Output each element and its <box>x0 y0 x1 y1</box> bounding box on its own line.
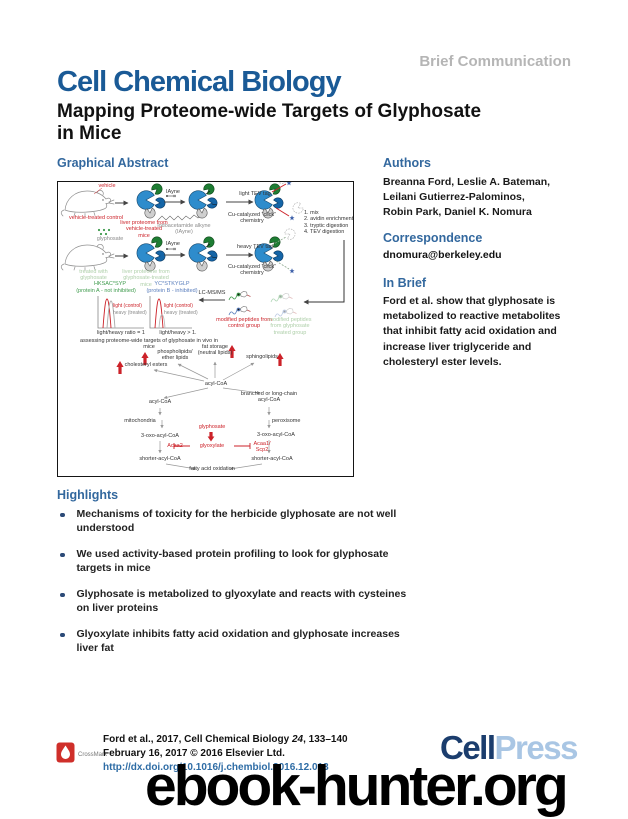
figure-label-liver-proteome-vehicle: liver proteome from vehicle-treated mice <box>120 220 168 239</box>
correspondence-email-link[interactable]: dnomura@berkeley.edu <box>383 249 502 261</box>
figure-label-heavy-treated-2: heavy (treated) <box>164 310 198 316</box>
highlight-text: We used activity-based protein profiling… <box>76 548 389 574</box>
citation-line-3: http://dx.doi.org/10.1016/j.chembiol.201… <box>103 761 348 775</box>
bullet-icon <box>60 592 65 598</box>
cellpress-press: Press <box>494 729 579 766</box>
journal-title: Cell Chemical Biology <box>57 66 342 98</box>
highlights-heading: Highlights <box>57 488 119 502</box>
authors-heading: Authors <box>383 156 431 170</box>
figure-step-3: 3. tryptic digestion <box>304 222 349 229</box>
figure-label-acyl-coa-left: acyl-CoA <box>148 399 172 405</box>
citation-volume: 24 <box>291 734 304 745</box>
figure-label-branched: branched or long-chain acyl-CoA <box>240 391 298 404</box>
figure-label-light-tev-tag: light TEV tag <box>239 191 271 197</box>
figure-label-glyphosate-dots: glyphosate <box>96 236 124 242</box>
figure-label-acaa1-scp2: Acaa1/ Scp2 <box>253 441 271 454</box>
graphical-abstract-art <box>60 182 345 471</box>
crossmark-icon <box>56 742 75 763</box>
highlight-item: Glyphosate is metabolized to glyoxylate … <box>60 588 420 616</box>
correspondence-heading: Correspondence <box>383 231 483 245</box>
figure-label-oxo-right: 3-oxo-acyl-CoA <box>257 432 295 438</box>
figure-label-heavy-tev-tag: heavy TEV tag <box>237 244 273 250</box>
figure-label-fat-storage: fat storage (neutral lipids) <box>197 344 233 357</box>
article-title-line1: Mapping Proteome-wide Targets of Glyphos… <box>57 101 482 122</box>
highlight-item: We used activity-based protein profiling… <box>60 548 420 576</box>
figure-label-peptide-b: YC*STKYGLP <box>154 281 190 287</box>
figure-label-ratio-equal: light/heavy ratio = 1 <box>97 330 145 336</box>
crossmark-logo[interactable] <box>56 742 75 768</box>
article-title: Mapping Proteome-wide Targets of Glyphos… <box>57 101 497 144</box>
figure-label-treated-with-glyphosate: treated with glyphosate <box>79 269 108 282</box>
highlights-list: Mechanisms of toxicity for the herbicide… <box>60 508 420 668</box>
figure-label-glyphosate-red: glyphosate <box>198 424 226 430</box>
cellpress-cell: Cell <box>440 729 496 766</box>
figure-label-lcms: LC-MS/MS <box>198 290 226 296</box>
figure-label-fatty-acid-oxidation: fatty acid oxidation <box>189 466 235 472</box>
citation-pre: Ford et al., 2017, Cell Chemical Biology <box>103 734 292 745</box>
figure-label-peptide-a-note: (protein A - not inhibited) <box>76 288 136 294</box>
figure-label-liver-proteome-glyphosate: liver proteome from glyphosate-treated m… <box>122 269 170 288</box>
article-title-line2: in Mice <box>57 122 122 144</box>
citation-pages: , 133–140 <box>303 734 348 745</box>
bullet-icon <box>60 552 65 558</box>
figure-label-heavy-treated-1: heavy (treated) <box>113 310 147 316</box>
highlight-text: Mechanisms of toxicity for the herbicide… <box>76 508 397 534</box>
figure-label-vehicle: vehicle <box>98 183 116 189</box>
figure-label-light-control-1: light (control) <box>113 303 142 309</box>
figure-label-iayne-1: IAyne <box>166 189 180 195</box>
graphical-abstract-heading: Graphical Abstract <box>57 156 169 170</box>
figure-label-shorter-right: shorter-acyl-CoA <box>251 456 293 462</box>
figure-label-modified-peptides-control: modified peptides from control group <box>216 317 272 330</box>
bullet-icon <box>60 512 65 517</box>
author-list: Breanna Ford, Leslie A. Bateman, Leilani… <box>383 175 588 221</box>
article-type-kicker: Brief Communication <box>419 53 571 70</box>
author-line-3: Robin Park, Daniel K. Nomura <box>383 206 532 219</box>
figure-label-click-chemistry-1: Cu-catalyzed “click” chemistry <box>228 212 276 225</box>
figure-label-oxo-left: 3-oxo-acyl-CoA <box>141 433 179 439</box>
in-brief-text: Ford et al. show that glyphosate is meta… <box>383 295 561 368</box>
citation-block: Ford et al., 2017, Cell Chemical Biology… <box>103 733 348 774</box>
figure-label-glyoxylate: glyoxylate <box>199 443 225 449</box>
figure-label-vehicle-treated-control: vehicle-treated control <box>68 215 124 221</box>
figure-label-click-chemistry-2: Cu-catalyzed “click” chemistry <box>228 264 276 277</box>
graphical-abstract-figure: vehicle vehicle-treated control liver pr… <box>57 181 354 477</box>
figure-label-sphingolipids: sphingolipids <box>246 354 278 360</box>
watermark-text: ebook-hunter.org <box>145 754 569 818</box>
highlight-text: Glyoxylate inhibits fatty acid oxidation… <box>76 628 400 655</box>
author-line-1: Breanna Ford, Leslie A. Bateman, <box>383 176 551 188</box>
figure-label-iayne-structure: iodoacetamide alkyne (IAyne) <box>157 223 211 236</box>
figure-label-acyl-coa-center: acyl-CoA <box>204 381 228 387</box>
citation-line-1: Ford et al., 2017, Cell Chemical Biology… <box>103 733 348 747</box>
cellpress-logo: CellPress <box>440 729 579 767</box>
crossmark-label: CrossMark <box>78 752 108 758</box>
figure-label-mitochondria: mitochondria <box>124 418 156 424</box>
in-brief-heading: In Brief <box>383 276 427 290</box>
figure-step-2: 2. avidin enrichment <box>304 216 354 223</box>
figure-label-shorter-left: shorter-acyl-CoA <box>139 456 181 462</box>
doi-link[interactable]: http://dx.doi.org/10.1016/j.chembiol.201… <box>103 761 329 773</box>
figure-label-ratio-greater: light/heavy > 1. <box>159 330 197 336</box>
figure-label-peptide-a: HKSAC*SYP <box>93 281 127 287</box>
highlight-text: Glyphosate is metabolized to glyoxylate … <box>76 588 407 614</box>
bullet-icon <box>60 632 65 638</box>
figure-label-phospholipids: phospholipids/ ether lipids <box>157 349 193 362</box>
figure-label-modified-peptides-glyphosate: modified peptides from glyphosate treate… <box>268 317 312 336</box>
highlight-item: Glyoxylate inhibits fatty acid oxidation… <box>60 628 420 656</box>
figure-label-assessing: assessing proteome-wide targets of glyph… <box>80 338 218 351</box>
figure-step-4: 4. TEV digestion <box>304 228 345 235</box>
figure-label-cholesteryl-esters: cholesteryl esters <box>124 362 168 368</box>
figure-label-acaa2: Acaa2 <box>167 443 183 449</box>
figure-label-light-control-2: light (control) <box>164 303 193 309</box>
figure-label-peptide-b-note: (protein B - inhibited) <box>146 288 198 294</box>
figure-protocol-steps: 1. mix 2. avidin enrichment 3. tryptic d… <box>304 210 354 235</box>
citation-line-2: February 16, 2017 © 2016 Elsevier Ltd. <box>103 747 285 759</box>
figure-label-peroxisome: peroxisome <box>272 418 301 424</box>
figure-step-1: 1. mix <box>304 210 319 216</box>
highlight-item: Mechanisms of toxicity for the herbicide… <box>60 508 420 536</box>
figure-label-iayne-2: IAyne <box>166 241 180 247</box>
author-line-2: Leilani Gutierrez-Palominos, <box>383 191 525 204</box>
